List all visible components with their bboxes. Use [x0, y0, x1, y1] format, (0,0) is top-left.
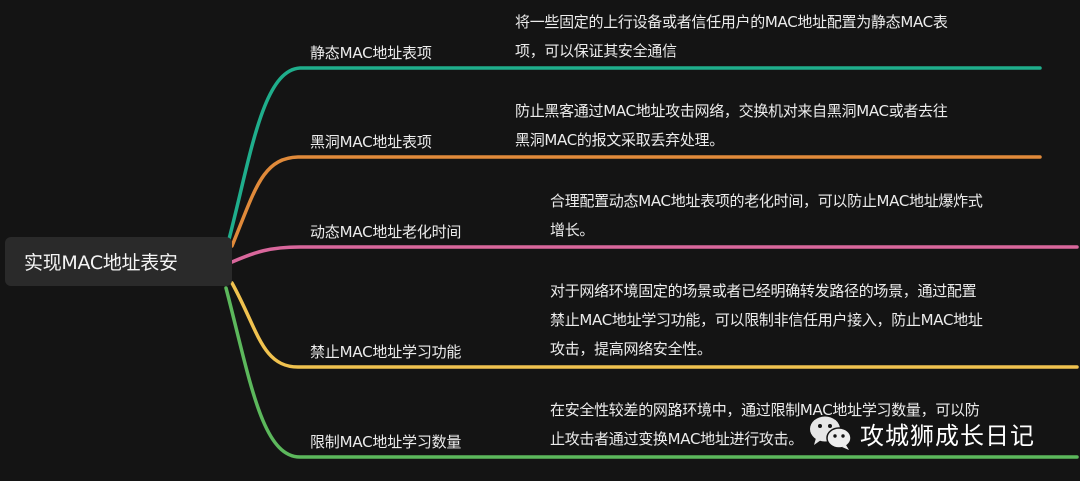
description-limit-learning[interactable]: 在安全性较差的网路环境中，通过限制MAC地址学习数量，可以防 止攻击者通过变换M…	[550, 396, 980, 454]
branch-aging-time[interactable]: 动态MAC地址老化时间	[310, 223, 462, 241]
watermark-text: 攻城狮成长日记	[860, 421, 1035, 450]
branch-static-mac[interactable]: 静态MAC地址表项	[310, 44, 432, 62]
description-line: 项，可以保证其安全通信	[515, 42, 677, 60]
wechat-icon	[810, 416, 852, 450]
description-line: 黑洞MAC的报文采取丢弃处理。	[515, 131, 724, 149]
description-line: 对于网络环境固定的场景或者已经明确转发路径的场景，通过配置	[550, 282, 977, 300]
description-line: 防止黑客通过MAC地址攻击网络，交换机对来自黑洞MAC或者去往	[515, 102, 948, 120]
connector-disable-learning	[230, 281, 1079, 369]
description-line: 攻击，提高网络安全性。	[550, 340, 712, 358]
description-line: 止攻击者通过变换MAC地址进行攻击。	[550, 430, 804, 448]
description-line: 在安全性较差的网路环境中，通过限制MAC地址学习数量，可以防	[550, 401, 980, 419]
root-node[interactable]: 实现MAC地址表安	[5, 237, 232, 286]
branch-limit-learning[interactable]: 限制MAC地址学习数量	[310, 433, 462, 451]
description-line: 将一些固定的上行设备或者信任用户的MAC地址配置为静态MAC表	[515, 13, 948, 31]
watermark: 攻城狮成长日记	[808, 414, 1035, 452]
description-line: 增长。	[550, 221, 595, 239]
root-node-label: 实现MAC地址表安	[24, 252, 178, 274]
connector-limit-learning	[224, 286, 1079, 459]
description-static-mac[interactable]: 将一些固定的上行设备或者信任用户的MAC地址配置为静态MAC表 项，可以保证其安…	[515, 8, 948, 66]
branch-disable-learning[interactable]: 禁止MAC地址学习功能	[310, 343, 462, 361]
connector-static-mac	[226, 66, 1042, 245]
branch-blackhole-mac[interactable]: 黑洞MAC地址表项	[310, 133, 432, 151]
description-line: 合理配置动态MAC地址表项的老化时间，可以防止MAC地址爆炸式	[550, 192, 983, 210]
description-line: 禁止MAC地址学习功能，可以限制非信任用户接入，防止MAC地址	[550, 311, 983, 329]
connector-aging-time	[230, 245, 1079, 264]
connector-blackhole-mac	[230, 155, 1042, 248]
description-aging-time[interactable]: 合理配置动态MAC地址表项的老化时间，可以防止MAC地址爆炸式 增长。	[550, 187, 983, 245]
description-disable-learning[interactable]: 对于网络环境固定的场景或者已经明确转发路径的场景，通过配置 禁止MAC地址学习功…	[550, 277, 983, 364]
description-blackhole-mac[interactable]: 防止黑客通过MAC地址攻击网络，交换机对来自黑洞MAC或者去往 黑洞MAC的报文…	[515, 97, 948, 155]
